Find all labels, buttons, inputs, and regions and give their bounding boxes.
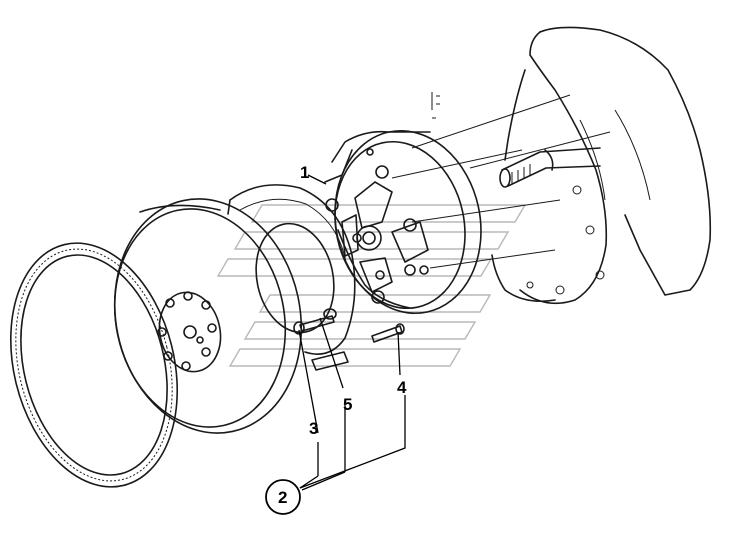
guide-lines [391, 94, 611, 269]
bolt-4 [371, 323, 405, 343]
housing-marks [431, 92, 440, 119]
callout-label-5: 5 [343, 395, 352, 414]
callout-label-1: 1 [300, 163, 309, 182]
shim-plate [227, 184, 356, 355]
callout-3: 3 [309, 419, 318, 438]
leader-lines [298, 174, 406, 491]
callout-1: 1 [300, 163, 309, 182]
transmission-housing [491, 26, 712, 305]
callout-label-4: 4 [397, 378, 407, 397]
callout-circle-2 [265, 479, 301, 515]
callout-label-3: 3 [309, 419, 318, 438]
callout-5: 5 [343, 395, 352, 414]
ring-gear [9, 242, 179, 488]
lock-plate [311, 351, 349, 371]
callout-label-2: 2 [278, 488, 287, 507]
callout-2: 2 [265, 479, 301, 515]
flywheel [113, 198, 303, 434]
washer [323, 308, 337, 320]
output-shaft [499, 147, 601, 188]
callout-4: 4 [397, 378, 407, 397]
